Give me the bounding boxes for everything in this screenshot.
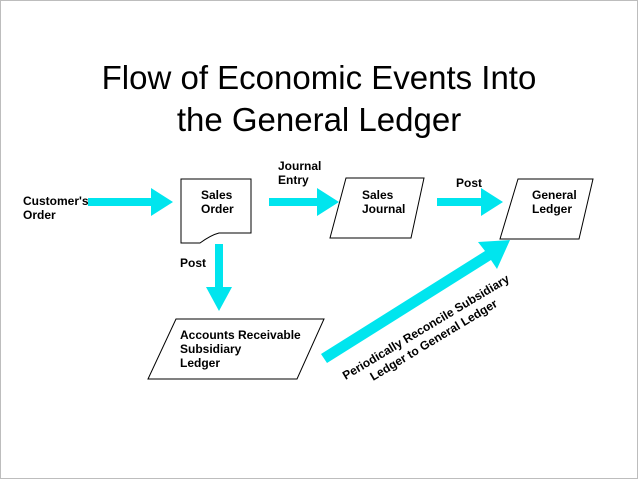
- ar-subsidiary-ledger-shape: [147, 318, 325, 380]
- arrow-sales-order-to-journal: [269, 188, 339, 216]
- customers-order-label: Customer's Order: [23, 194, 89, 222]
- post-subsidiary-label: Post: [180, 256, 207, 270]
- journal-entry-label: Journal Entry: [278, 159, 321, 187]
- general-ledger-line-2: Ledger: [532, 202, 573, 216]
- sales-order-line-1: Sales: [201, 188, 233, 202]
- title-line-2: the General Ledger: [176, 101, 462, 138]
- slide-title: Flow of Economic Events Into the General…: [1, 57, 637, 141]
- journal-entry-line-2: Entry: [278, 173, 309, 187]
- general-ledger-label: General Ledger: [532, 188, 577, 216]
- ar-subsidiary-ledger-line-3: Ledger: [180, 356, 221, 370]
- arrow-order-to-sales-order: [88, 188, 173, 216]
- sales-journal-line-1: Sales: [362, 188, 394, 202]
- sales-order-line-2: Order: [201, 202, 234, 216]
- arrow-sales-order-to-subsidiary: [206, 244, 232, 311]
- post-general-ledger-label: Post: [456, 176, 483, 190]
- title-line-1: Flow of Economic Events Into: [101, 59, 537, 96]
- ar-subsidiary-ledger-line-1: Accounts Receivable: [180, 328, 301, 342]
- journal-entry-line-1: Journal: [278, 159, 322, 173]
- general-ledger-shape: [499, 178, 594, 240]
- arrow-journal-to-general-ledger: [437, 188, 503, 216]
- sales-order-document-shape: [180, 178, 252, 244]
- sales-journal-shape: [329, 177, 425, 239]
- sales-order-label: Sales Order: [201, 188, 234, 216]
- sales-journal-label: Sales Journal: [362, 188, 405, 216]
- ar-subsidiary-ledger-label: Accounts Receivable Subsidiary Ledger: [180, 328, 301, 370]
- sales-journal-line-2: Journal: [362, 202, 406, 216]
- ar-subsidiary-ledger-line-2: Subsidiary: [180, 342, 242, 356]
- general-ledger-line-1: General: [532, 188, 577, 202]
- customers-order-line-1: Customer's: [23, 194, 89, 208]
- arrow-reconcile-to-general-ledger: [321, 240, 510, 363]
- customers-order-line-2: Order: [23, 208, 56, 222]
